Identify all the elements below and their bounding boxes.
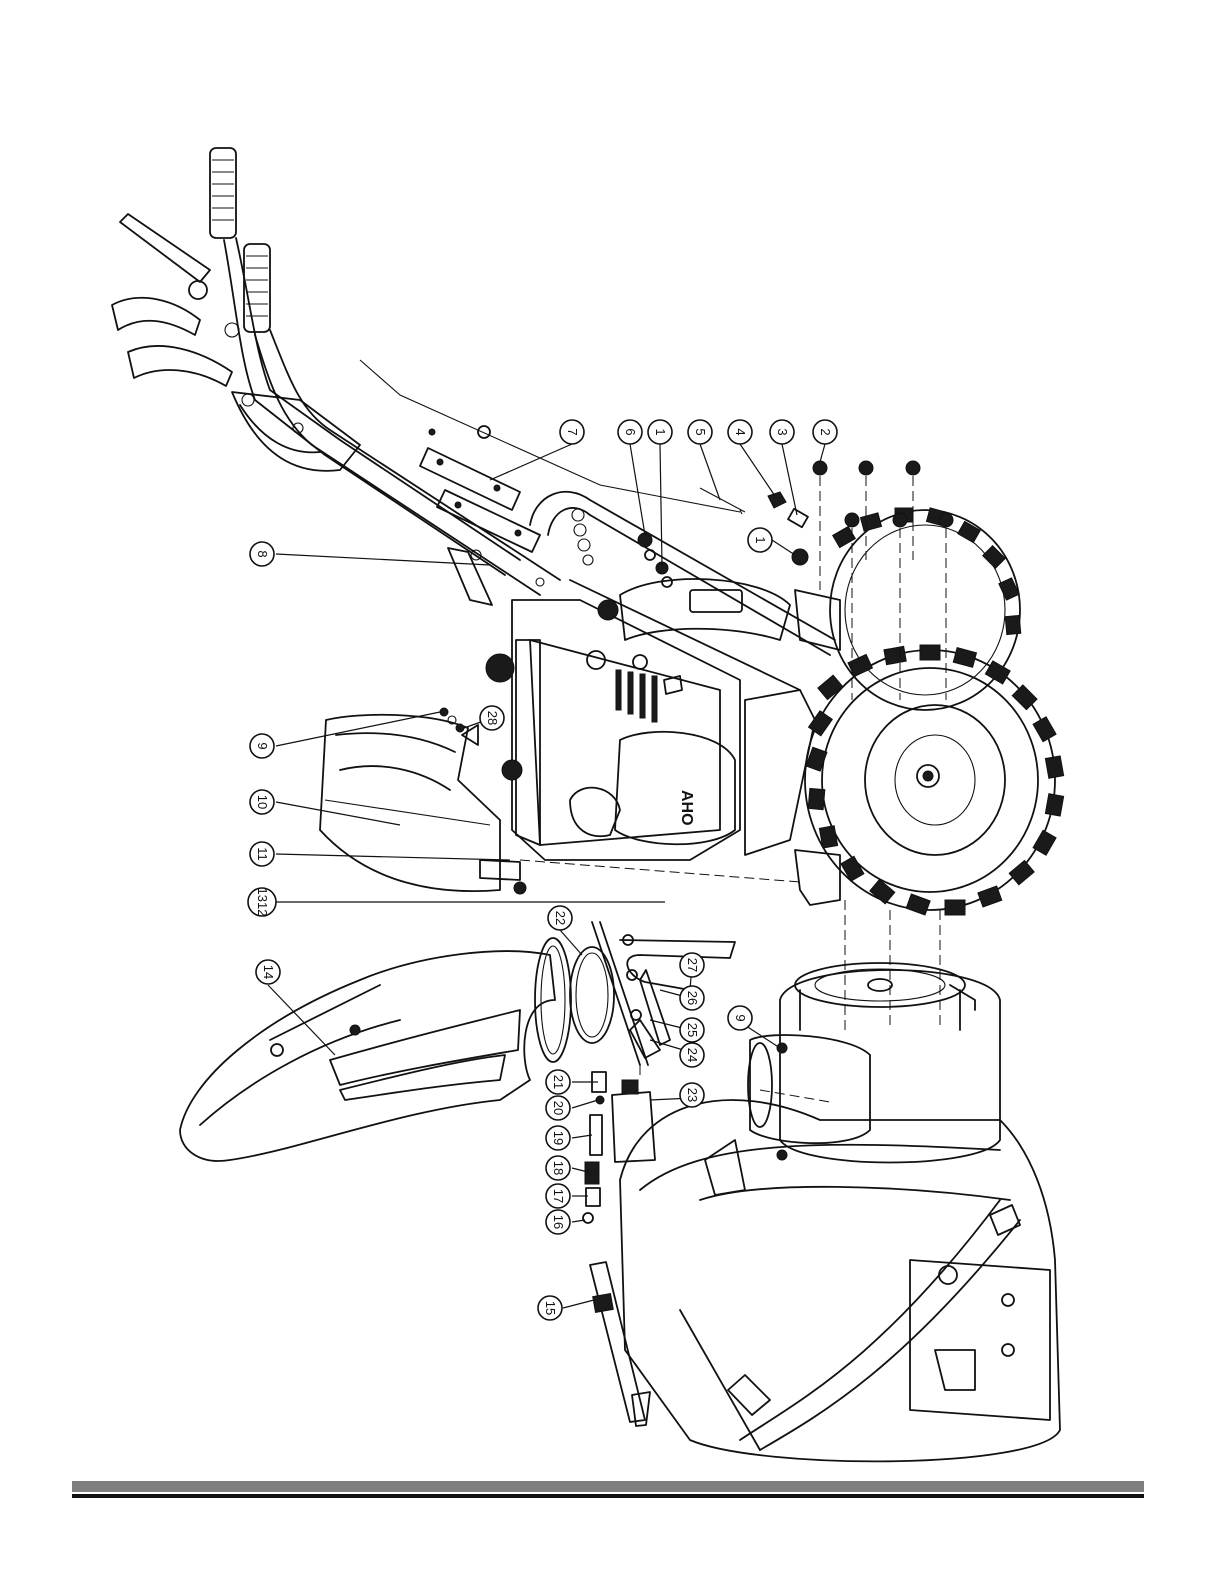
- callout-c19: 19: [546, 1126, 570, 1150]
- guard-tube: [530, 492, 835, 690]
- callout-c26: 26: [680, 986, 704, 1010]
- upper-grip: [210, 148, 236, 238]
- callout-c10: 10: [250, 790, 274, 814]
- callout-c14: 14: [256, 960, 280, 984]
- callout-number: 15: [543, 1301, 558, 1315]
- callout-c18: 18: [546, 1156, 570, 1180]
- callout-c25: 25: [680, 1018, 704, 1042]
- callout-c9b: 9: [728, 1006, 752, 1030]
- callouts: [268, 444, 825, 1308]
- callout-c7: 7: [560, 420, 584, 444]
- callout-c17: 17: [546, 1184, 570, 1208]
- callout-c8: 8: [250, 542, 274, 566]
- callout-number: 23: [685, 1088, 700, 1102]
- callout-number: 16: [551, 1215, 566, 1229]
- callout-number: 24: [685, 1048, 700, 1062]
- callout-number: 1: [753, 536, 768, 543]
- callout-number: 11: [255, 847, 270, 861]
- callout-c3: 3: [770, 420, 794, 444]
- chute-ring: [570, 947, 614, 1043]
- front-wheel: [805, 645, 1064, 915]
- callout-number: 19: [551, 1131, 566, 1145]
- engine-brand-text: AHO: [678, 790, 695, 826]
- callout-number: 27: [685, 958, 700, 972]
- rear-wheel: [830, 508, 1021, 710]
- callout-number: 21: [551, 1075, 566, 1089]
- callout-number: 25: [685, 1023, 700, 1037]
- handle-brackets: [420, 426, 544, 605]
- hardware-cluster: [638, 488, 808, 587]
- callout-c2: 2: [813, 420, 837, 444]
- callout-number: 4: [733, 428, 748, 435]
- callout-number: 9: [733, 1014, 748, 1021]
- footer-black-rule: [72, 1494, 1144, 1498]
- callout-number: 2: [818, 428, 833, 435]
- callout-number: 6: [623, 428, 638, 435]
- callout-c21: 21: [546, 1070, 570, 1094]
- callout-number: 18: [551, 1161, 566, 1175]
- callout-number: 3: [775, 428, 790, 435]
- callout-number: 7: [565, 428, 580, 435]
- engine: AHO: [486, 579, 815, 860]
- auger-shaft: [590, 1262, 650, 1426]
- lower-grip: [244, 244, 270, 332]
- callout-c1b: 1: [648, 420, 672, 444]
- callout-c5: 5: [688, 420, 712, 444]
- callout-c27: 27: [680, 953, 704, 977]
- callout-c4: 4: [728, 420, 752, 444]
- callout-number: 8: [255, 550, 270, 557]
- callout-number: 26: [685, 991, 700, 1005]
- callout-c20: 20: [546, 1096, 570, 1120]
- callout-number: 5: [693, 428, 708, 435]
- callout-c11: 11: [250, 842, 274, 866]
- callout-c28: 28: [480, 706, 504, 730]
- callout-number: 20: [551, 1101, 566, 1115]
- chute-ring-inner: [576, 953, 608, 1037]
- callout-c6: 6: [618, 420, 642, 444]
- belt-cover: [320, 708, 526, 894]
- callout-c1213: 1312: [248, 888, 276, 917]
- callout-c22: 22: [548, 906, 572, 930]
- callout-number: 10: [255, 795, 270, 809]
- callout-c9: 9: [250, 734, 274, 758]
- callout-c15: 15: [538, 1296, 562, 1320]
- callout-c16: 16: [546, 1210, 570, 1234]
- callout-number: 1312: [255, 888, 270, 917]
- callout-number: 1: [653, 428, 668, 435]
- callout-number: 22: [553, 911, 568, 925]
- callout-number: 28: [485, 711, 500, 725]
- callout-c24: 24: [680, 1043, 704, 1067]
- callout-number: 14: [261, 965, 276, 979]
- callout-number: 9: [255, 742, 270, 749]
- discharge-chute: [180, 938, 571, 1161]
- footer-gray-rule: [72, 1481, 1144, 1492]
- callout-c23: 23: [680, 1083, 704, 1107]
- handlebar-assembly: [112, 148, 742, 595]
- callout-number: 17: [551, 1189, 566, 1203]
- callout-c1: 1: [748, 528, 772, 552]
